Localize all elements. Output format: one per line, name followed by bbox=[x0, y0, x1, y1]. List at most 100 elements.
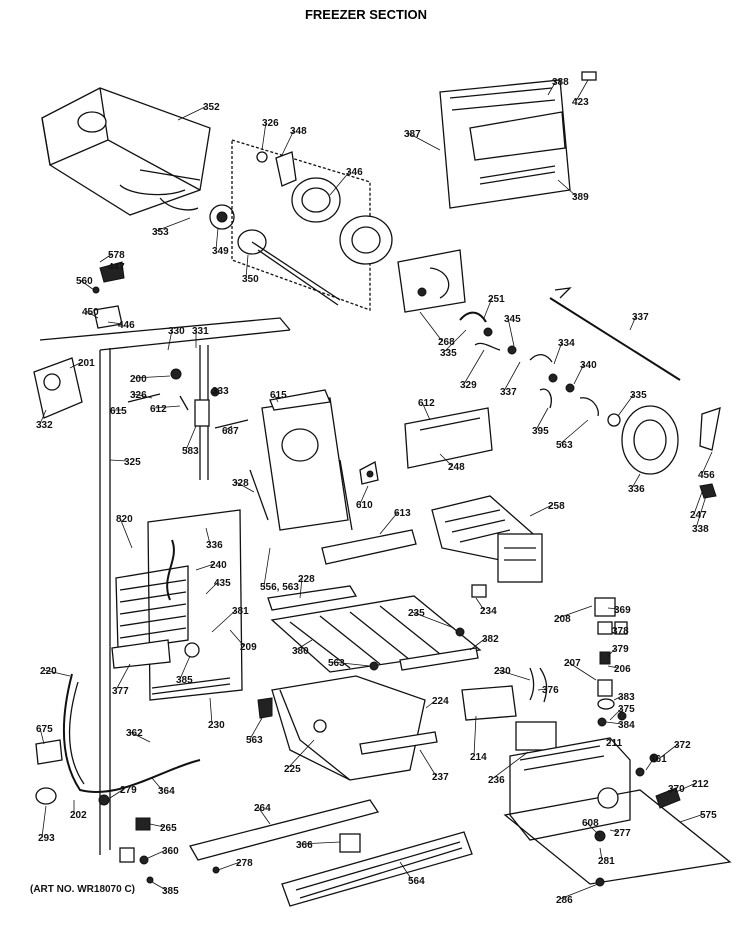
machine-compartment bbox=[503, 737, 732, 885]
leader-line bbox=[211, 609, 237, 633]
leader-line bbox=[225, 425, 233, 431]
cap-264 bbox=[35, 787, 57, 805]
part-label-208: 208 bbox=[554, 614, 571, 625]
part-label-435: 435 bbox=[214, 578, 231, 589]
part-label-446: 446 bbox=[118, 320, 135, 331]
bracket-279 bbox=[35, 739, 63, 765]
part-label-388: 388 bbox=[552, 77, 569, 88]
leader-line bbox=[379, 511, 399, 535]
thermostat bbox=[194, 399, 210, 427]
part-label-362: 362 bbox=[126, 728, 143, 739]
leader-line bbox=[151, 881, 167, 891]
leader-line bbox=[235, 481, 255, 493]
leader-line bbox=[695, 495, 707, 529]
motor-bracket bbox=[699, 407, 721, 451]
part-label-450: 450 bbox=[82, 307, 99, 318]
part-label-560: 560 bbox=[76, 276, 93, 287]
part-label-348: 348 bbox=[290, 126, 307, 137]
part-label-331: 331 bbox=[192, 326, 209, 337]
part-label-384: 384 bbox=[618, 720, 635, 731]
fill-tube bbox=[321, 529, 417, 565]
part-label-385: 385 bbox=[176, 675, 193, 686]
leader-line bbox=[567, 661, 597, 681]
part-label-575: 575 bbox=[700, 810, 717, 821]
leader-line bbox=[535, 407, 549, 431]
shelf-assembly bbox=[267, 585, 482, 673]
leader-line bbox=[607, 607, 619, 610]
part-label-220: 220 bbox=[40, 666, 57, 677]
leader-line bbox=[557, 179, 577, 197]
leader-line bbox=[107, 321, 123, 325]
part-label-228: 228 bbox=[298, 574, 315, 585]
leader-line bbox=[483, 297, 493, 319]
part-label-277: 277 bbox=[614, 828, 631, 839]
part-label-613: 613 bbox=[394, 508, 411, 519]
leader-line bbox=[399, 861, 413, 881]
part-label-349: 349 bbox=[212, 246, 229, 257]
part-label-340: 340 bbox=[580, 360, 597, 371]
part-label-372: 372 bbox=[674, 740, 691, 751]
part-label-206: 206 bbox=[614, 664, 631, 675]
leader-line bbox=[129, 731, 151, 743]
leader-line bbox=[419, 311, 443, 342]
leader-line bbox=[39, 409, 47, 425]
leader-line bbox=[607, 647, 617, 657]
part-label-326: 326 bbox=[130, 390, 147, 401]
leader-line bbox=[213, 389, 217, 395]
auger-motor bbox=[607, 405, 679, 475]
part-label-385: 385 bbox=[162, 886, 179, 897]
part-label-346: 346 bbox=[346, 167, 363, 178]
part-label-209: 209 bbox=[240, 642, 257, 653]
freezer-liner bbox=[39, 317, 291, 855]
part-label-335: 335 bbox=[630, 390, 647, 401]
leader-line bbox=[463, 349, 485, 385]
part-label-382: 382 bbox=[482, 634, 499, 645]
leader-line bbox=[439, 453, 453, 467]
leader-line bbox=[425, 699, 437, 709]
leader-line bbox=[557, 605, 593, 619]
part-label-236: 236 bbox=[488, 775, 505, 786]
part-label-380: 380 bbox=[292, 646, 309, 657]
leader-line bbox=[537, 688, 547, 691]
leader-line bbox=[147, 849, 167, 859]
leader-line bbox=[469, 637, 487, 651]
part-label-329: 329 bbox=[460, 380, 477, 391]
leader-line bbox=[151, 777, 163, 791]
leader-line bbox=[609, 829, 619, 833]
part-label-687: 687 bbox=[222, 426, 239, 437]
part-label-332: 332 bbox=[36, 420, 53, 431]
part-label-225: 225 bbox=[284, 764, 301, 775]
part-label-336: 336 bbox=[628, 484, 645, 495]
part-label-211: 211 bbox=[606, 738, 623, 749]
leader-line bbox=[155, 217, 191, 232]
leader-line bbox=[585, 821, 601, 837]
leader-line bbox=[553, 341, 563, 365]
valve-components bbox=[594, 597, 628, 727]
leader-line bbox=[473, 715, 477, 757]
part-label-279: 279 bbox=[120, 785, 137, 796]
leader-line bbox=[507, 317, 515, 347]
leader-line bbox=[119, 517, 133, 549]
part-label-258: 258 bbox=[548, 501, 565, 512]
leader-line bbox=[675, 782, 697, 793]
part-label-350: 350 bbox=[242, 274, 259, 285]
leader-line bbox=[329, 170, 351, 196]
actuator-rod bbox=[549, 297, 681, 381]
leader-line bbox=[217, 861, 241, 871]
chute-panel bbox=[231, 139, 393, 311]
leader-line bbox=[613, 695, 623, 701]
rod-clip bbox=[554, 287, 572, 299]
leader-line bbox=[503, 361, 521, 392]
leader-line bbox=[645, 757, 655, 771]
part-label-248: 248 bbox=[448, 462, 465, 473]
leader-line bbox=[273, 393, 279, 403]
part-label-336: 336 bbox=[206, 540, 223, 551]
part-label-395: 395 bbox=[532, 426, 549, 437]
leader-line bbox=[79, 279, 95, 291]
part-364 bbox=[655, 787, 681, 809]
part-label-214: 214 bbox=[470, 752, 487, 763]
wire-harness bbox=[529, 667, 548, 703]
small-clip bbox=[699, 483, 717, 499]
drain-tube bbox=[62, 673, 201, 793]
